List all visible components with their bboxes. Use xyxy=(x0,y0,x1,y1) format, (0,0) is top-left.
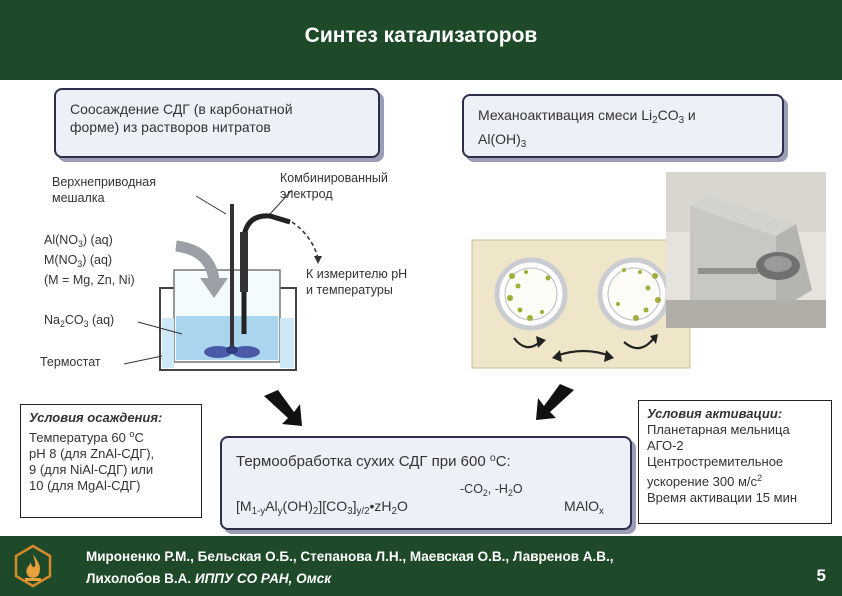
cond-sub2: 2 xyxy=(507,488,513,498)
precipitation-conditions-heading: Условия осаждения: xyxy=(29,410,163,425)
precip-line1-b: C xyxy=(134,430,144,445)
meter-label-line2: и температуры xyxy=(306,283,393,297)
heat-title-b: C: xyxy=(495,453,511,470)
feed-arrow-icon xyxy=(200,278,228,298)
precip-line1-a: Температура 60 xyxy=(29,430,130,445)
precipitation-conditions-box: Условия осаждения: Температура 60 oC pH … xyxy=(20,404,202,518)
mechano-line1-sub1: 2 xyxy=(652,115,658,126)
cond-b: , -H xyxy=(487,482,508,496)
activation-conditions-heading: Условия активации: xyxy=(647,406,783,421)
heat-title-sup: o xyxy=(489,452,496,464)
slide-footer: Мироненко Р.М., Бельская О.Б., Степанова… xyxy=(0,536,842,596)
f-sub5: y/2 xyxy=(356,506,370,517)
meter-label: К измерителю pH и температуры xyxy=(306,266,407,298)
block-arrow-down-icon xyxy=(264,384,574,426)
page-number: 5 xyxy=(816,566,826,585)
f-d: ][CO xyxy=(318,498,348,514)
flame-logo-icon xyxy=(14,544,52,588)
precip-line3: 9 (для NiAl-СДГ) или xyxy=(29,462,154,477)
nitrate-m-tail: ) (aq) xyxy=(82,253,113,267)
stirrer-label-line2: мешалка xyxy=(52,191,105,205)
stirrer-blade xyxy=(204,346,232,358)
authors-line1: Мироненко Р.М., Бельская О.Б., Степанова… xyxy=(86,549,614,564)
carbonate-mid: CO xyxy=(64,313,84,327)
precip-line4: 10 (для MgAl-СДГ) xyxy=(29,478,141,493)
nitrate-solutions-label: Al(NO3) (aq) M(NO3) (aq) (M = Mg, Zn, Ni… xyxy=(44,232,135,288)
coprecipitation-callout-line2: форме) из растворов нитратов xyxy=(70,119,271,135)
authors: Мироненко Р.М., Бельская О.Б., Степанова… xyxy=(86,546,746,590)
activ-line2: АГО-2 xyxy=(647,438,684,453)
coprecipitation-callout: Соосаждение СДГ (в карбонатной форме) из… xyxy=(54,88,380,158)
f-sub1: 1-y xyxy=(251,506,266,517)
f-e: ] xyxy=(352,498,357,514)
f-sub6: 2 xyxy=(391,506,397,517)
f-sub4: 3 xyxy=(347,506,353,517)
organization: ИППУ СО РАН, Омск xyxy=(194,571,332,586)
ldh-formula: [M1-yAly(OH)2][CO3]y/2•zH2O xyxy=(236,498,408,517)
f-f: •zH xyxy=(369,498,392,514)
mechano-line1-c: и xyxy=(684,107,696,123)
authors-line2-a: Лихолобов В.А. xyxy=(86,571,195,586)
heat-treatment-callout: Термообработка сухих СДГ при 600 oC: [M1… xyxy=(220,436,632,530)
activation-conditions-box: Условия активации: Планетарная мельница … xyxy=(638,400,832,524)
electrode-label-line1: Комбинированный xyxy=(280,171,388,185)
cond-sub1: 2 xyxy=(482,488,488,498)
thermostat-label: Термостат xyxy=(40,355,101,369)
stirrer-label: Верхнеприводная мешалка xyxy=(52,174,156,206)
electrode-label-line2: электрод xyxy=(280,187,333,201)
activ-line3: Центростремительное xyxy=(647,454,784,469)
prod-sub: x xyxy=(599,506,604,517)
mechano-line2-sub: 3 xyxy=(520,139,527,150)
carbonate-label: Na2CO3 (aq) xyxy=(44,312,114,332)
coprecipitation-callout-line1: Соосаждение СДГ (в карбонатной xyxy=(70,101,293,117)
mill-jars-diagram xyxy=(471,239,691,369)
cond-c: O xyxy=(512,482,523,496)
precip-line2: pH 8 (для ZnAl-СДГ), xyxy=(29,446,155,461)
nitrate-al: Al(NO xyxy=(44,233,79,247)
f-g: O xyxy=(397,498,408,514)
f-a: [M xyxy=(236,498,252,514)
electrode-label: Комбинированный электрод xyxy=(280,170,388,202)
f-c: (OH) xyxy=(282,498,313,514)
planetary-mill-photo xyxy=(666,172,826,328)
metals-label: (M = Mg, Zn, Ni) xyxy=(44,273,135,287)
mechano-line1-a: Механоактивация смеси Li xyxy=(478,107,653,123)
mechano-line2-a: Al(OH) xyxy=(478,131,521,147)
carbonate-a: Na xyxy=(44,313,60,327)
meter-label-line1: К измерителю pH xyxy=(306,267,408,281)
f-sub2: y xyxy=(277,506,283,517)
heat-title-a: Термообработка сухих СДГ при 600 xyxy=(236,453,490,470)
slide-title: Синтез катализаторов xyxy=(304,24,538,47)
product-formula: MAlOx xyxy=(564,498,604,517)
cond-a: -CO xyxy=(460,482,483,496)
f-b: Al xyxy=(265,498,278,514)
nitrate-m-sub: 3 xyxy=(77,259,83,269)
activ-line4-a: ускорение 300 м/с xyxy=(647,474,758,489)
activ-line1: Планетарная мельница xyxy=(647,422,790,437)
slide-header: Синтез катализаторов xyxy=(0,0,842,80)
mechano-line1-sub2: 3 xyxy=(678,115,685,126)
mechano-line1-b: CO xyxy=(657,107,679,123)
nitrate-m: M(NO xyxy=(44,253,78,267)
nitrate-al-tail: ) (aq) xyxy=(82,233,113,247)
nitrate-al-sub: 3 xyxy=(78,239,83,249)
precip-line1-sup: o xyxy=(129,429,135,439)
carbonate-sub2: 3 xyxy=(83,319,89,329)
heat-treatment-title: Термообработка сухих СДГ при 600 oC: xyxy=(236,452,511,470)
f-sub3: 2 xyxy=(312,506,319,517)
activ-line5: Время активации 15 мин xyxy=(647,490,798,505)
coprecipitation-apparatus xyxy=(123,189,322,371)
activ-line4-sup: 2 xyxy=(757,473,763,483)
stirrer-label-line1: Верхнеприводная xyxy=(52,175,157,189)
carbonate-sub1: 2 xyxy=(59,319,65,329)
reaction-conditions: -CO2, -H2O xyxy=(460,482,523,498)
carbonate-tail: (aq) xyxy=(88,313,115,327)
prod-a: MAlO xyxy=(564,498,599,514)
mechanoactivation-callout: Механоактивация смеси Li2CO3 и Al(OH)3 xyxy=(462,94,784,158)
